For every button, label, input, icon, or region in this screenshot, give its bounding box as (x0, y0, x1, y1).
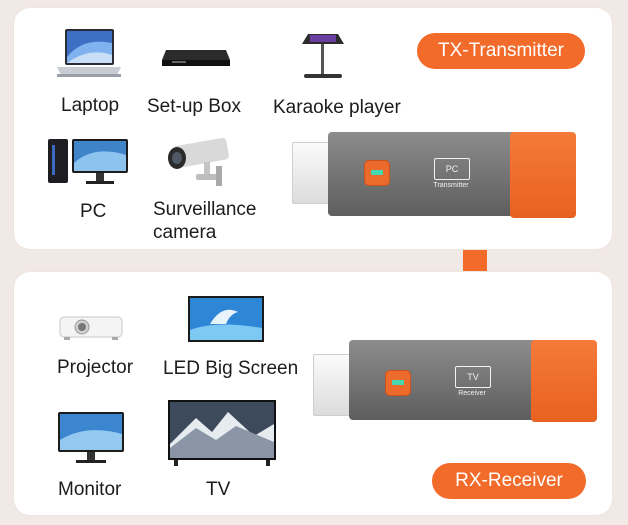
pc-icon (48, 139, 128, 184)
transmitter-dongle: PC Transmitter (292, 132, 582, 220)
dongle-body (349, 340, 539, 420)
laptop-icon (57, 29, 121, 77)
monitor-label: Monitor (58, 479, 122, 500)
surveillance-camera-icon (168, 137, 229, 186)
status-led (364, 160, 390, 186)
karaoke-player-label: Karaoke player (273, 97, 401, 118)
pc-label: PC (80, 201, 107, 222)
monitor-icon (58, 412, 124, 463)
tx-caption: Transmitter (433, 182, 469, 189)
dongle-body (328, 132, 518, 216)
led-screen-icon (188, 296, 264, 342)
tv-label: TV (206, 479, 231, 500)
projector-label: Projector (57, 357, 134, 378)
laptop-label: Laptop (61, 95, 120, 116)
tx-screen-text: PC (445, 164, 459, 174)
karaoke-player-icon (302, 34, 344, 78)
tv-screen-icon: TV (455, 366, 491, 388)
dongle-cap (531, 340, 597, 422)
tx-badge: TX-Transmitter (417, 33, 585, 69)
rx-screen-text: TV (467, 372, 479, 382)
status-led (385, 370, 411, 396)
rx-caption: Receiver (458, 390, 486, 397)
surveillance-camera-label: Surveillance camera (153, 198, 257, 244)
led-screen-label: LED Big Screen (163, 358, 299, 379)
projector-icon (59, 316, 123, 340)
set-top-box-icon (162, 50, 230, 66)
pc-screen-icon: PC (434, 158, 470, 180)
dongle-cap (510, 132, 576, 218)
receiver-dongle: TV Receiver (313, 340, 603, 428)
tv-icon (168, 400, 276, 466)
set-top-box-label: Set-up Box (147, 96, 241, 117)
surveillance-camera-label-text: Surveillance camera (153, 199, 257, 243)
rx-badge: RX-Receiver (432, 463, 586, 499)
